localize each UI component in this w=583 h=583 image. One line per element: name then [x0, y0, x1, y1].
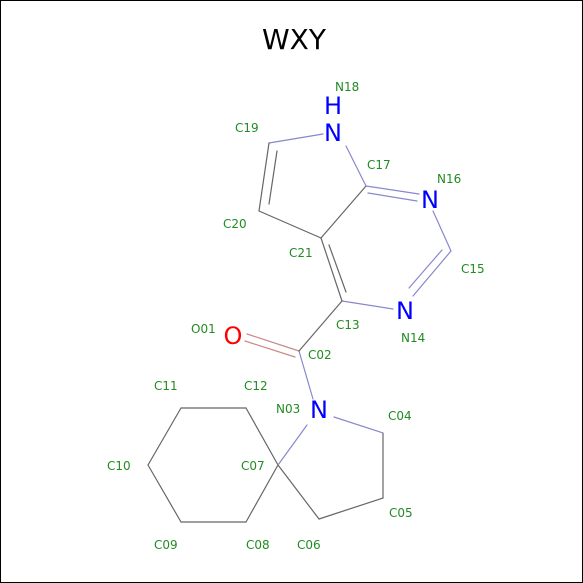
atom-n18-symbol: N [324, 119, 342, 147]
bond-n16-c17-a [365, 185, 420, 195]
label-c17: C17 [367, 158, 391, 172]
atom-n03-symbol: N [310, 396, 328, 424]
bond-c13-n14 [341, 300, 394, 310]
bond-c21-c13-a [320, 237, 343, 302]
bond-n14-c15-b [408, 249, 443, 289]
atom-o01-symbol: O [224, 322, 243, 350]
bond-c11-c10 [147, 407, 182, 466]
label-c11: C11 [154, 379, 178, 393]
label-c09: C09 [154, 538, 178, 552]
atom-labels: O01 C02 N03 C04 C05 C06 C07 C08 C09 C10 … [107, 80, 485, 552]
label-n18: N18 [335, 80, 359, 94]
bond-c07-c12 [245, 407, 279, 466]
label-c10: C10 [107, 459, 131, 473]
label-c05: C05 [389, 506, 413, 520]
atom-n18-hydrogen: H [324, 92, 342, 120]
bond-c02-o01-a [246, 333, 300, 352]
label-o01: O01 [191, 322, 216, 336]
bond-c15-n16 [432, 210, 452, 252]
bond-c07-c06 [277, 464, 320, 520]
bond-c21-c13-b [328, 244, 347, 293]
label-c21: C21 [289, 246, 313, 260]
label-c15: C15 [461, 262, 485, 276]
label-n14: N14 [401, 331, 425, 345]
bond-c17-c21 [320, 185, 367, 239]
molecule-title: WXY [262, 23, 327, 56]
bond-n03-c02 [298, 350, 314, 400]
label-n16: N16 [437, 172, 461, 186]
atom-n16-symbol: N [421, 186, 439, 214]
label-n03: N03 [276, 402, 300, 416]
label-c07: C07 [241, 459, 265, 473]
bond-lines [147, 133, 452, 523]
bond-c08-c07 [245, 464, 279, 523]
bond-c06-c05 [318, 497, 384, 520]
heteroatom-symbols: N N N N H O [224, 92, 439, 424]
label-c20: C20 [223, 217, 247, 231]
bond-c04-n03 [333, 416, 384, 434]
label-c12: C12 [244, 379, 268, 393]
bond-c20-c21 [258, 210, 322, 239]
bond-c17-n18 [345, 145, 367, 187]
bond-n03-c07 [277, 424, 308, 466]
bond-c02-o01-b [244, 340, 296, 358]
bond-c10-c09 [147, 464, 182, 523]
bond-n14-c15-a [412, 250, 452, 297]
bond-n16-c17-b [367, 192, 418, 202]
label-c19: C19 [235, 121, 259, 135]
label-c04: C04 [388, 409, 412, 423]
label-c08: C08 [246, 538, 270, 552]
bond-c02-c13 [298, 300, 343, 352]
label-c13: C13 [336, 318, 360, 332]
bond-c19-c20-a [258, 142, 270, 212]
label-c06: C06 [297, 538, 321, 552]
label-c02: C02 [308, 348, 332, 362]
bond-c19-c20-b [268, 150, 278, 205]
bond-n18-c19 [268, 133, 324, 144]
atom-n14-symbol: N [396, 297, 414, 325]
